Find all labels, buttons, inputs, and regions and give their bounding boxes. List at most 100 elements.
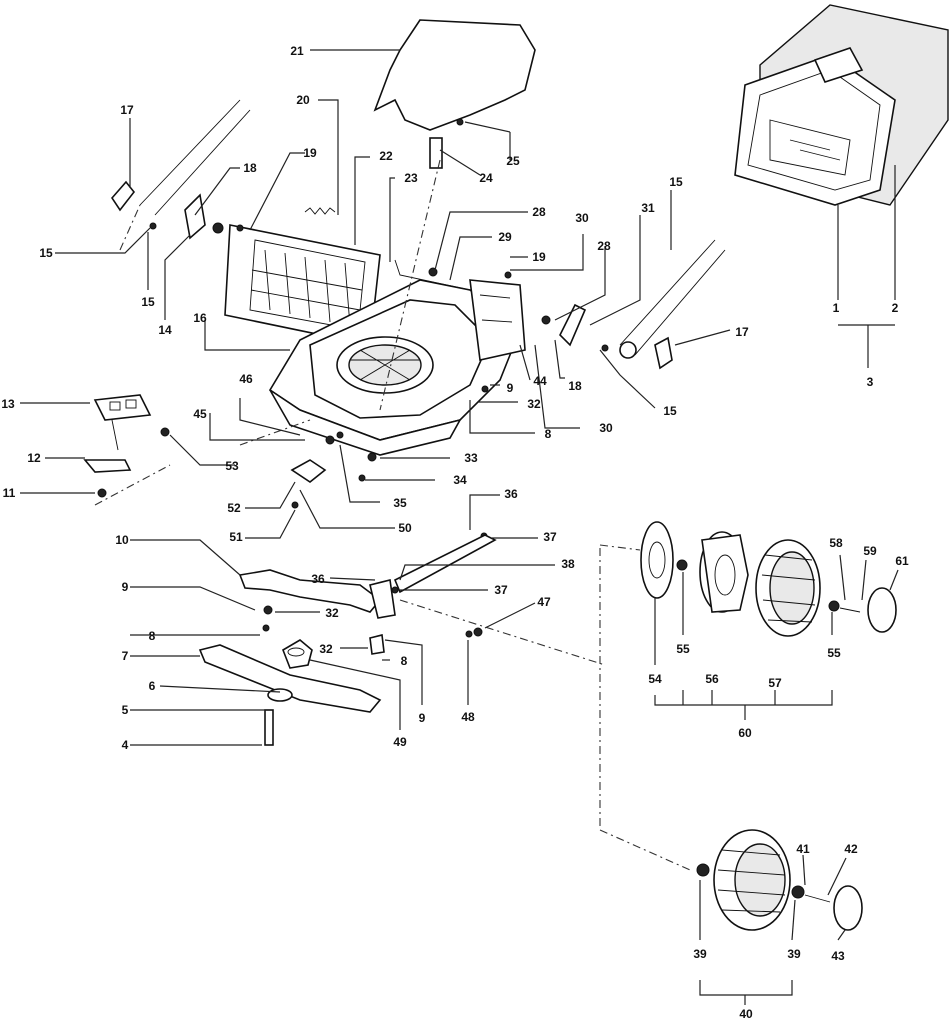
engine-cover [373,19,536,169]
label-17-right: 17 [735,325,749,339]
flap-rod [394,259,471,291]
handle-knob-left [110,180,136,212]
rear-wheel-assembly [696,829,863,931]
label-61: 61 [895,554,909,568]
label-10: 10 [115,533,129,547]
label-16: 16 [193,311,207,325]
leader-lines [20,49,899,1005]
label-15-top: 15 [669,175,683,189]
label-39-left: 39 [693,947,707,961]
label-55-right: 55 [827,646,841,660]
label-36-lower: 36 [311,572,325,586]
right-handle-tube [619,239,726,356]
label-50: 50 [398,521,412,535]
mower-deck [268,279,521,456]
cutting-blade [198,644,382,746]
label-55-left: 55 [676,642,690,656]
label-56: 56 [705,672,719,686]
label-35: 35 [393,496,407,510]
label-44: 44 [533,374,547,388]
label-37-upper: 37 [543,530,557,544]
label-7: 7 [122,649,129,663]
label-33: 33 [464,451,478,465]
label-38: 38 [561,557,575,571]
label-18-left: 18 [243,161,257,175]
label-32-lower: 32 [319,642,333,656]
height-adjust-lever [83,394,152,473]
front-wheel-assembly [640,521,897,637]
front-axle [238,569,396,619]
handle-knob-right [619,336,673,370]
rear-flap-grille [224,224,381,346]
label-14: 14 [158,323,172,337]
label-53: 53 [225,459,239,473]
label-25: 25 [506,154,520,168]
label-15-lower: 15 [141,295,155,309]
label-32-mid: 32 [325,606,339,620]
label-22: 22 [379,149,393,163]
label-43: 43 [831,949,845,963]
label-12: 12 [27,451,41,465]
label-9-lower: 9 [419,711,426,725]
label-29: 29 [498,230,512,244]
label-6: 6 [149,679,156,693]
handle-clamp-left [184,193,206,240]
label-48: 48 [461,710,475,724]
label-40: 40 [739,1007,753,1021]
label-3: 3 [867,375,874,389]
label-15-left: 15 [39,246,53,260]
label-5: 5 [122,703,129,717]
label-36-upper: 36 [504,487,518,501]
label-8-upper: 8 [545,427,552,441]
label-19-left: 19 [303,146,317,160]
label-8-left: 8 [149,629,156,643]
label-47: 47 [537,595,551,609]
label-19-right: 19 [532,250,546,264]
label-2: 2 [892,301,899,315]
label-60: 60 [738,726,752,740]
label-30-top: 30 [575,211,589,225]
rear-axle-bar [393,534,497,594]
label-23: 23 [404,171,418,185]
label-42: 42 [844,842,858,856]
label-30-lower: 30 [599,421,613,435]
label-15-right: 15 [663,404,677,418]
label-41: 41 [796,842,810,856]
label-20: 20 [296,93,310,107]
label-9-upper: 9 [507,381,514,395]
handle-clamp-right [559,303,587,347]
label-39-right: 39 [787,947,801,961]
label-11: 11 [3,486,16,500]
part-number-labels: 21 20 17 19 22 18 23 25 24 15 28 30 31 2… [1,44,909,1021]
label-54: 54 [648,672,662,686]
label-45: 45 [193,407,207,421]
left-handle-tube [119,99,251,251]
label-1: 1 [833,301,840,315]
label-8-right: 8 [401,654,408,668]
blade-adapter [282,639,313,669]
label-17-left: 17 [120,103,134,117]
label-28-mid: 28 [597,239,611,253]
label-24: 24 [479,171,493,185]
label-9-left: 9 [122,580,129,594]
blade-bracket [369,634,385,655]
label-37-lower: 37 [494,583,508,597]
label-59: 59 [863,544,877,558]
label-31: 31 [641,201,655,215]
label-21: 21 [290,44,304,58]
label-28-top: 28 [532,205,546,219]
adjuster-pivot [290,459,327,483]
label-18-right: 18 [568,379,582,393]
label-58: 58 [829,536,843,550]
rear-bracket-assembly [469,279,526,361]
label-46: 46 [239,372,253,386]
label-57: 57 [768,676,782,690]
label-13: 13 [1,397,15,411]
flap-spring [304,207,336,215]
label-51: 51 [229,530,243,544]
grass-catcher-bag [734,4,949,206]
label-49: 49 [393,735,407,749]
label-32-upper: 32 [527,397,541,411]
label-52: 52 [227,501,241,515]
